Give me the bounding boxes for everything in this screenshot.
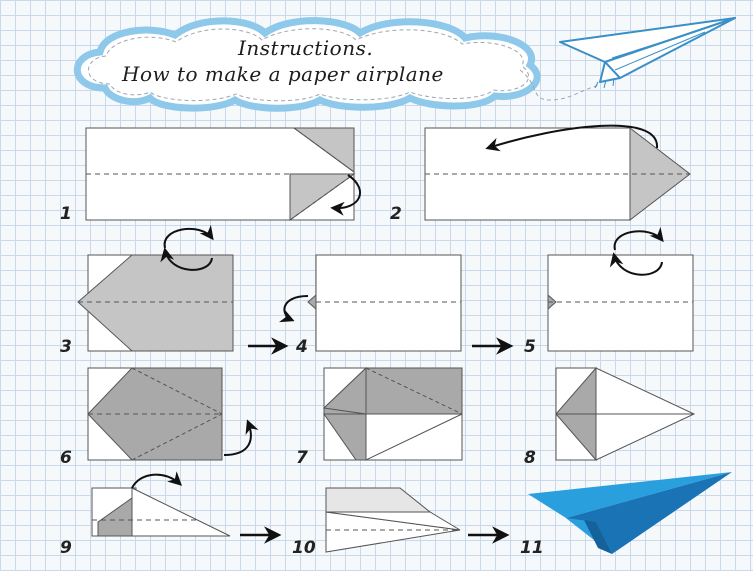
title-line-2: How to make a paper airplane bbox=[122, 62, 444, 86]
step-number-5: 5 bbox=[524, 337, 536, 357]
step-number-10: 10 bbox=[292, 538, 316, 558]
step-number-3: 3 bbox=[60, 337, 72, 357]
step-number-11: 11 bbox=[520, 538, 544, 558]
step-number-6: 6 bbox=[60, 448, 72, 468]
title-cloud bbox=[73, 17, 601, 112]
paper-airplane-sketch-icon bbox=[559, 17, 736, 89]
step-5-diagram bbox=[547, 226, 694, 352]
step-9-diagram bbox=[91, 471, 231, 537]
step-number-8: 8 bbox=[524, 448, 536, 468]
step-8-diagram bbox=[555, 366, 696, 462]
step-number-7: 7 bbox=[296, 448, 308, 468]
step-1-diagram bbox=[85, 127, 361, 221]
step-number-1: 1 bbox=[60, 204, 72, 224]
step-number-2: 2 bbox=[390, 204, 402, 224]
step-number-4: 4 bbox=[296, 337, 308, 357]
step-10-diagram bbox=[325, 487, 461, 553]
next-step-arrows bbox=[240, 337, 514, 544]
step-number-9: 9 bbox=[60, 538, 72, 558]
step-2-diagram bbox=[424, 124, 691, 222]
step-3-diagram bbox=[77, 224, 234, 352]
step-4-diagram bbox=[278, 254, 462, 352]
step-7-diagram bbox=[322, 366, 463, 461]
title-line-1: Instructions. bbox=[238, 36, 374, 60]
step-6-diagram bbox=[87, 367, 259, 461]
paper-airplane-blue-icon bbox=[528, 472, 732, 554]
